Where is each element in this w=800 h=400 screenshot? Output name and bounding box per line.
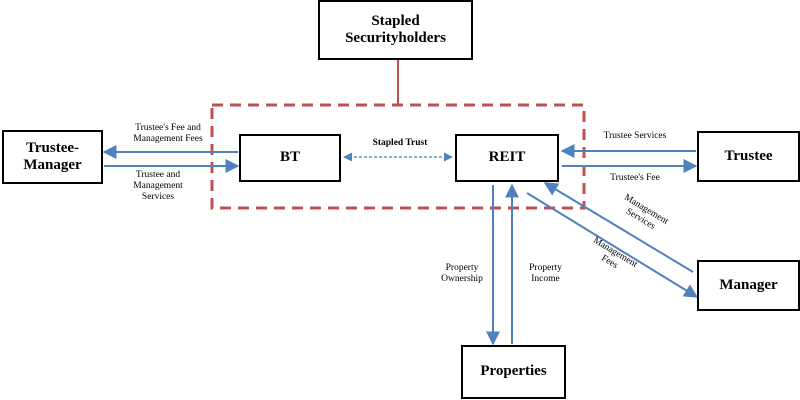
label-trustee-manager-fees: Trustee's Fee and Management Fees (133, 123, 203, 144)
reit-box: REIT (455, 134, 559, 182)
label-trustee-services: Trustee Services (603, 131, 667, 141)
bt-box: BT (239, 134, 341, 182)
label-property-ownership: Property Ownership (441, 263, 483, 284)
bt-label: BT (279, 149, 300, 166)
arrow-manager-to-reit (543, 182, 694, 273)
trustee-manager-label: Trustee- Manager (23, 139, 82, 173)
label-trustees-fee: Trustee's Fee (610, 173, 660, 183)
label-trustee-management-services: Trustee and Management Services (133, 170, 183, 202)
reit-label: REIT (488, 149, 526, 166)
label-stapled-trust: Stapled Trust (372, 138, 428, 148)
manager-label: Manager (719, 276, 778, 293)
trustee-manager-box: Trustee- Manager (2, 130, 103, 184)
properties-box: Properties (461, 345, 566, 399)
trustee-label: Trustee (724, 147, 773, 164)
arrow-reit-to-manager (526, 192, 699, 298)
stapled-securityholders-box: Stapled Securityholders (318, 0, 473, 60)
manager-box: Manager (697, 260, 800, 311)
properties-label: Properties (480, 363, 547, 380)
stapled-securityholders-label: Stapled Securityholders (345, 12, 446, 46)
trustee-box: Trustee (697, 131, 800, 182)
label-property-income: Property Income (529, 263, 562, 284)
